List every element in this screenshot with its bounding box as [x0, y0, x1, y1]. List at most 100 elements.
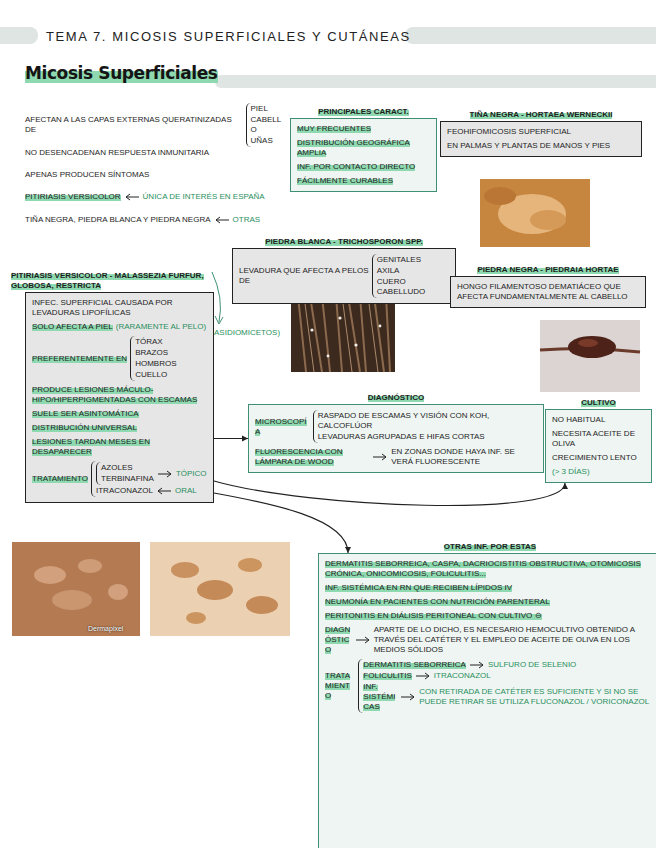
- heading-text: TIÑA NEGRA - HORTAEA WERNECKII: [470, 110, 613, 119]
- brace-group: AZOLESTERBINAFINA TÓPICO ITRACONAZOL ORAL: [91, 461, 207, 497]
- text-wrap: CUERO CABELLUDO: [377, 277, 449, 297]
- text-wrap: ÚNICA DE INTERÉS EN ESPAÑA: [143, 192, 265, 202]
- note-box: OTRAS INF. POR ESTASDERMATITIS SEBORREIC…: [318, 553, 656, 848]
- note-text: ORAL: [175, 486, 197, 495]
- note-text: BRAZOS: [135, 348, 168, 357]
- arrow-symbol: [469, 661, 485, 669]
- text-wrap: PITIRIASIS VERSICOLOR: [25, 192, 121, 202]
- text-row: APENAS PRODUCEN SÍNTOMAS: [25, 170, 287, 180]
- connector: [214, 481, 568, 505]
- text-wrap: PERITONITIS EN DIÁLISIS PERITONEAL CON C…: [325, 611, 542, 621]
- text-wrap: UÑAS: [251, 136, 273, 146]
- photo-tina-negra: [480, 179, 590, 247]
- text-wrap: FÁCILMENTE CURABLES: [297, 176, 393, 186]
- note-text: INF. SISTÉMICAS: [363, 682, 395, 711]
- text-wrap: PREFERENTEMENTE EN: [32, 354, 127, 364]
- note-text: APARTE DE LO DICHO, ES NECESARIO HEMOCUL…: [374, 625, 635, 654]
- note-box: PRINCIPALES CARACT.MUY FRECUENTESDISTRIB…: [290, 118, 437, 192]
- text-wrap: (RARAMENTE AL PELO): [116, 322, 206, 332]
- note-text: CON RETIRADA DE CATÉTER ES SUFICIENTE Y …: [419, 687, 649, 706]
- text-row: Micosis Superficiales: [25, 63, 325, 84]
- note-text: DISTRIBUCIÓN GEOGRÁFICA AMPLIA: [297, 138, 410, 157]
- text-row: (> 3 DÍAS): [552, 467, 645, 477]
- note-text: PERITONITIS EN DIÁLISIS PERITONEAL CON C…: [325, 611, 542, 620]
- text-row: NECESITA ACEITE DE OLIVA: [552, 429, 645, 449]
- text-wrap: NECESITA ACEITE DE OLIVA: [552, 429, 645, 449]
- text-wrap: ITRACONAZOL: [434, 671, 491, 681]
- text-row: CRECIMIENTO LENTO: [552, 453, 645, 463]
- note-text: NO DESENCADENAN RESPUESTA INMUNITARIA: [25, 148, 209, 157]
- note-text: (RARAMENTE AL PELO): [116, 322, 206, 331]
- arrow-symbol: [157, 470, 173, 478]
- text-row: ITRACONAZOL ORAL: [96, 486, 207, 496]
- note-text: RASPADO DE ESCAMAS Y VISIÓN CON KOH, CAL…: [318, 411, 490, 430]
- text-wrap: NO HABITUAL: [552, 415, 605, 425]
- text-row: TÓRAX: [135, 337, 176, 347]
- note-text: DIAGNÓSTICO: [325, 625, 350, 654]
- note-text: NECESITA ACEITE DE OLIVA: [552, 429, 635, 448]
- brace-group: TÓRAXBRAZOS HOMBROS CUELLO: [130, 336, 176, 381]
- text-wrap: APENAS PRODUCEN SÍNTOMAS: [25, 170, 149, 180]
- note-text: OTRAS: [233, 215, 261, 224]
- note-text: TIÑA NEGRA, PIEDRA BLANCA Y PIEDRA NEGRA: [25, 215, 211, 224]
- note-text: INF. SISTÉMICA EN RN QUE RECIBEN LÍPIDOS…: [325, 583, 512, 592]
- text-wrap: APARTE DE LO DICHO, ES NECESARIO HEMOCUL…: [374, 625, 655, 655]
- note-text: SULFURO DE SELENIO: [488, 660, 576, 669]
- text-wrap: DISTRIBUCIÓN UNIVERSAL: [32, 423, 137, 433]
- note-text: AFECTAN A LAS CAPAS EXTERNAS QUERATINIZA…: [25, 115, 232, 134]
- text-wrap: TERBINAFINA: [101, 474, 154, 484]
- note-text: TRATAMIENTO: [32, 474, 88, 483]
- text-wrap: TÓRAX: [135, 337, 163, 347]
- text-wrap: DERMATITIS SEBORREICA: [363, 660, 466, 670]
- heading-text: PIEDRA NEGRA - PIEDRAIA HORTAE: [477, 265, 618, 274]
- note-text: HOMBROS: [135, 359, 176, 368]
- text-row: TRATAMIENTO AZOLESTERBINAFINA TÓPICO ITRACO…: [32, 461, 207, 497]
- text-wrap: GENITALES: [377, 255, 421, 265]
- text-wrap: DIAGNÓSTICO: [325, 625, 352, 655]
- text-wrap: ORAL: [175, 486, 197, 496]
- header-band: [0, 27, 38, 44]
- arrow-symbol: [355, 636, 371, 644]
- text-row: EN PALMAS Y PLANTAS DE MANOS Y PIES: [447, 141, 635, 151]
- note-text: GENITALES: [377, 255, 421, 264]
- note-text: AXILA: [377, 266, 400, 275]
- note-text: PIEL: [251, 104, 268, 113]
- note-text: SOLO AFECTA A PIEL: [32, 322, 113, 331]
- text-wrap: CUELLO: [135, 370, 167, 380]
- text-row: AZOLES: [101, 463, 154, 473]
- note-text: MUY FRECUENTES: [297, 124, 371, 133]
- note-text: FÁCILMENTE CURABLES: [297, 176, 393, 185]
- arrow-symbol: [415, 672, 431, 680]
- box-heading: DIAGNÓSTICO: [237, 393, 555, 403]
- arrowhead: [562, 483, 568, 489]
- text-row: TERBINAFINA: [101, 474, 154, 484]
- text-wrap: TRATAMIENTO: [32, 474, 88, 484]
- arrow-symbol: [400, 693, 416, 701]
- text-row: DERMATITIS SEBORREICA, CASPA, DACRIOCIST…: [325, 559, 655, 579]
- note-text: ITRACONAZOL: [96, 486, 153, 495]
- text-row: PIEL: [251, 104, 287, 114]
- text-row: GENITALES: [377, 255, 449, 265]
- box-heading: PITIRIASIS VERSICOLOR - MALASSEZIA FURFU…: [11, 271, 211, 291]
- note-text: NO HABITUAL: [552, 415, 605, 424]
- connector: [214, 436, 248, 442]
- text-wrap: CRECIMIENTO LENTO: [552, 453, 637, 463]
- brace-group: AZOLESTERBINAFINA: [96, 462, 154, 485]
- text-row: NEUMONÍA EN PACIENTES CON NUTRICIÓN PARE…: [325, 597, 655, 607]
- text-row: INF. SISTÉMICAS CON RETIRADA DE CATÉTER E…: [363, 682, 655, 712]
- text-wrap: TÓPICO: [176, 469, 207, 479]
- note-text: DISTRIBUCIÓN UNIVERSAL: [32, 423, 137, 432]
- text-wrap: INF. SISTÉMICA EN RN QUE RECIBEN LÍPIDOS…: [325, 583, 512, 593]
- text-row: LESIONES TARDAN MESES EN DESAPARECER: [32, 437, 207, 457]
- text-row: MICROSCOPÍARASPADO DE ESCAMAS Y VISIÓN C…: [255, 410, 537, 443]
- note-text: DERMATITIS SEBORREICA, CASPA, DACRIOCIST…: [325, 559, 641, 578]
- text-row: RASPADO DE ESCAMAS Y VISIÓN CON KOH, CAL…: [318, 411, 537, 431]
- arrow-symbol: [156, 487, 172, 495]
- text-wrap: TIÑA NEGRA, PIEDRA BLANCA Y PIEDRA NEGRA: [25, 215, 211, 225]
- photo-pitiriasis-espalda: [12, 542, 140, 636]
- text-row: SUELE SER ASINTOMÁTICA: [32, 409, 207, 419]
- text-wrap: EN PALMAS Y PLANTAS DE MANOS Y PIES: [447, 141, 610, 151]
- text-wrap: (> 3 DÍAS): [552, 467, 590, 477]
- note-text: CABELLO: [251, 115, 282, 134]
- note-text: (> 3 DÍAS): [552, 467, 590, 476]
